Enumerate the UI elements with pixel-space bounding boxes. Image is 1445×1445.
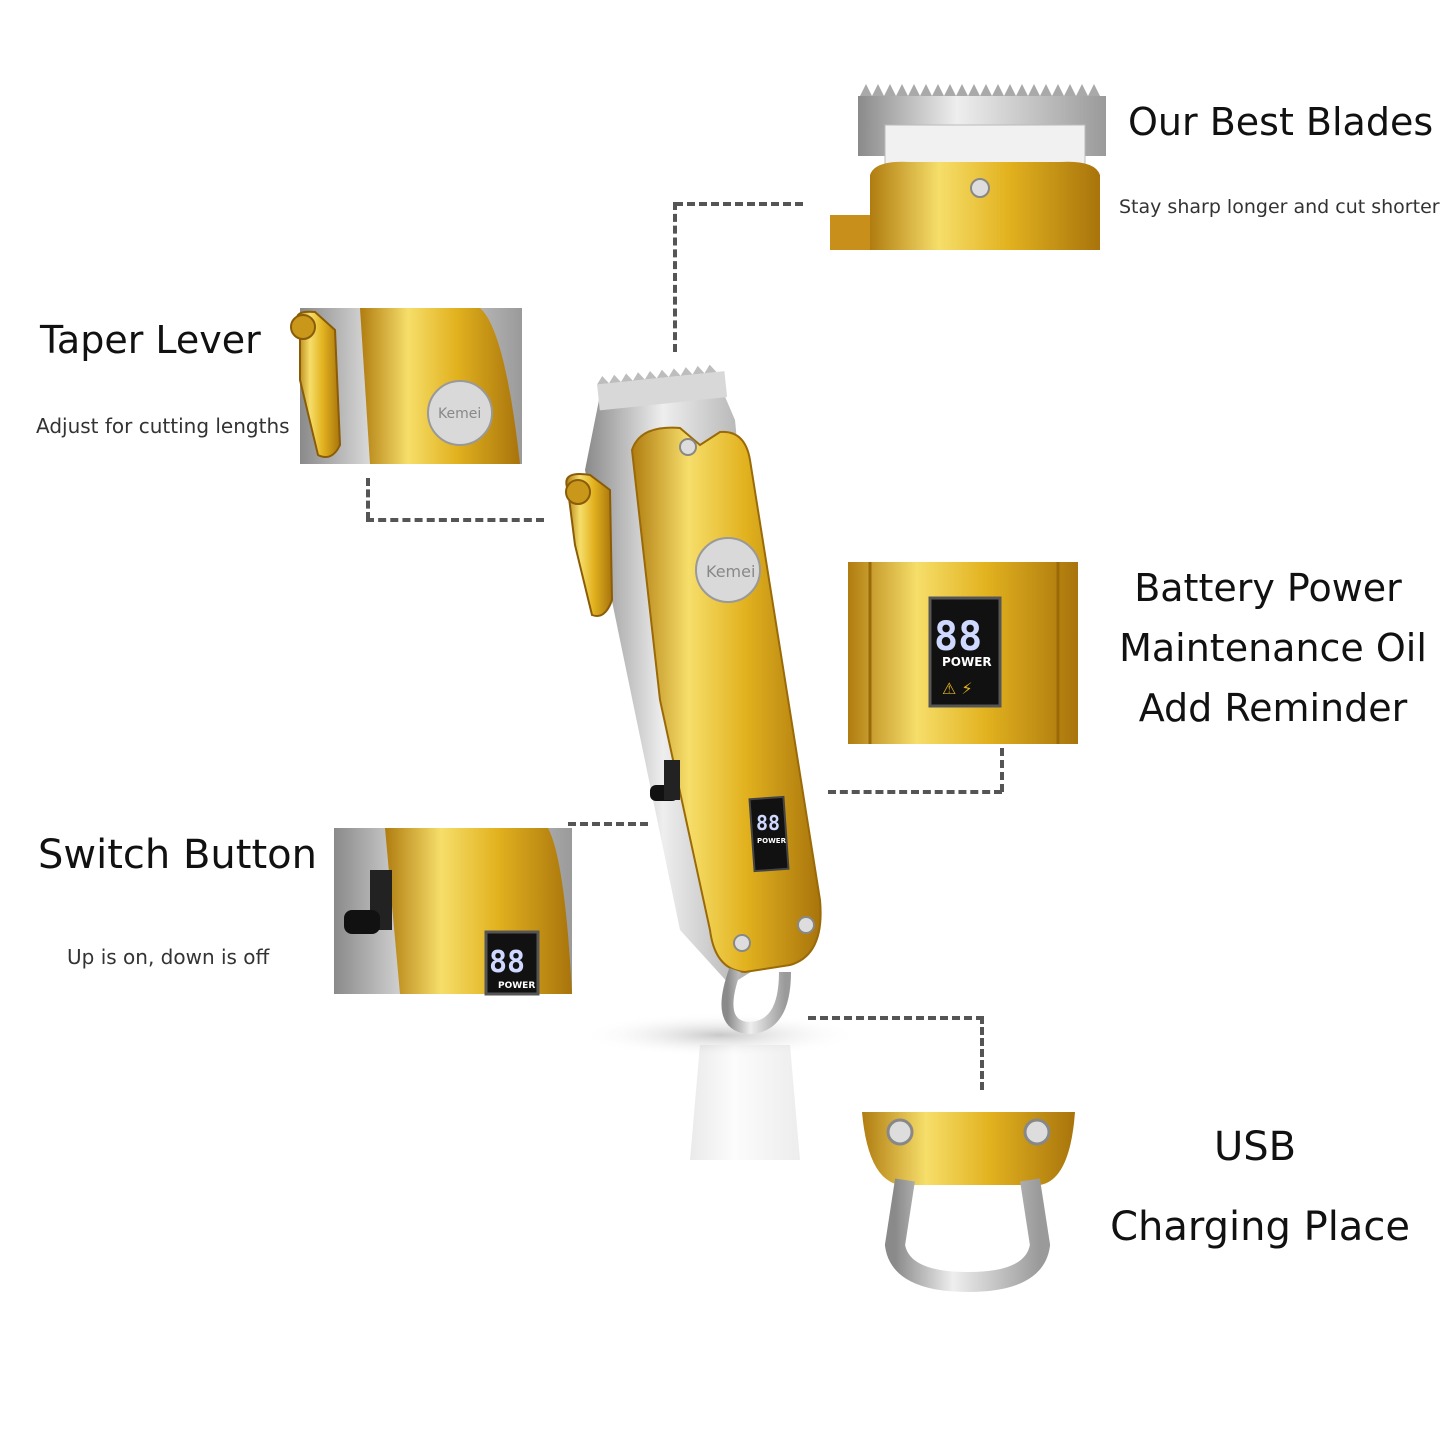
connector-display-v (1000, 748, 1004, 792)
brand-text: Kemei (438, 406, 481, 422)
clipper-gold-housing (630, 426, 822, 974)
lcd-digits: 88 (489, 945, 525, 980)
taper-lever (565, 473, 614, 617)
connector-taper-h (366, 518, 544, 522)
clipper-reflection (690, 1045, 800, 1160)
brand-badge (695, 537, 761, 603)
taper-subtitle: Adjust for cutting lengths (36, 414, 290, 438)
switch-subtitle: Up is on, down is off (67, 945, 270, 969)
connector-blades-v (673, 202, 677, 352)
detail-display-image: 88 POWER ⚠ ⚡ (848, 562, 1078, 744)
clipper-blade (597, 364, 728, 411)
blades-subtitle: Stay sharp longer and cut shorter (1119, 196, 1440, 218)
brand-text: Kemei (706, 562, 755, 581)
connector-taper-v (366, 478, 370, 520)
usb-line-2: Charging Place (1110, 1204, 1410, 1250)
battery-line-3: Add Reminder (1138, 686, 1408, 730)
connector-blades-h (675, 202, 803, 206)
lcd-power-label: POWER (498, 981, 535, 991)
connector-usb-v (980, 1016, 984, 1090)
battery-line-1: Battery Power (1134, 566, 1402, 610)
taper-title: Taper Lever (40, 318, 261, 362)
lcd-digits: 88 (934, 614, 982, 660)
detail-taper-image: Kemei (290, 308, 522, 464)
connector-usb-h (808, 1016, 984, 1020)
usb-line-1: USB (1213, 1124, 1297, 1170)
detail-blades-image (830, 84, 1106, 250)
switch-title: Switch Button (38, 832, 317, 878)
lcd-digits: 88 (756, 811, 780, 835)
svg-text:⚠ ⚡: ⚠ ⚡ (942, 679, 973, 698)
clipper-lcd: 88 POWER (748, 795, 790, 873)
usb-loop (721, 967, 791, 1035)
connector-switch-h (568, 822, 648, 826)
lcd-power-label: POWER (757, 837, 787, 845)
detail-switch-image: 88 POWER (334, 828, 572, 996)
connector-display-h (828, 790, 1002, 794)
battery-line-2: Maintenance Oil (1119, 626, 1427, 670)
detail-usb-image (862, 1112, 1075, 1293)
blades-title: Our Best Blades (1128, 100, 1434, 144)
lcd-power-label: POWER (942, 655, 992, 669)
